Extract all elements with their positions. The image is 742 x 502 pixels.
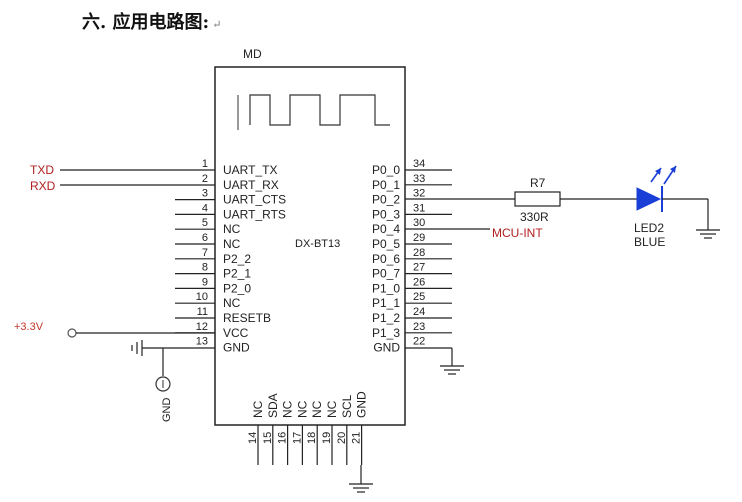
left-pin-number: 6: [202, 232, 208, 244]
bottom-pin-number: 18: [306, 432, 318, 444]
gnd-label: GND: [161, 398, 173, 423]
left-pin-name: RESETB: [223, 311, 271, 325]
right-pin-name: P0_2: [372, 193, 400, 207]
bottom-pin-number: 21: [351, 432, 363, 444]
left-pin-number: 10: [196, 291, 208, 303]
right-pin-number: 28: [413, 247, 425, 259]
module-body: [214, 66, 406, 426]
left-pin-number: 3: [202, 188, 208, 200]
right-pin-name: P0_6: [372, 252, 400, 266]
right-pin-name: P1_2: [372, 311, 400, 325]
resistor-r7: [514, 191, 561, 207]
right-pin-number: 24: [413, 306, 425, 318]
right-pin-number: 33: [413, 173, 425, 185]
vcc-terminal: [67, 328, 77, 338]
vcc-label: +3.3V: [14, 321, 44, 333]
bottom-pin-number: 16: [277, 432, 289, 444]
right-pin-number: 27: [413, 262, 425, 274]
bottom-pin-number: 20: [336, 432, 348, 444]
mcu-int-label: MCU-INT: [492, 226, 543, 240]
bottom-pin-name: NC: [325, 400, 339, 418]
right-pin-number: 30: [413, 217, 425, 229]
return-mark: ↵: [212, 18, 222, 31]
left-pin-number: 9: [202, 276, 208, 288]
led-color: BLUE: [634, 235, 665, 249]
page-title: 六. 应用电路图:↵: [82, 8, 221, 34]
left-pin-name: UART_CTS: [223, 193, 286, 207]
right-pin-name: P0_4: [372, 222, 400, 236]
right-pin-number: 26: [413, 276, 425, 288]
right-pin-name: P0_7: [372, 267, 400, 281]
left-pin-name: NC: [223, 222, 241, 236]
bottom-pin-name: NC: [251, 400, 265, 418]
left-pin-number: 7: [202, 247, 208, 259]
bottom-pin-group: NC 14 SDA 15 NC 16 NC 17 NC 18 NC 19 SCL 20 GND 21: [247, 391, 369, 465]
module-part-number: DX-BT13: [295, 238, 340, 250]
module-name: MD: [243, 47, 262, 61]
right-pin-number: 32: [413, 188, 425, 200]
led-light-arrow-1: [655, 168, 661, 175]
left-pin-name: UART_TX: [223, 163, 277, 177]
left-pin-number: 13: [196, 336, 208, 348]
led-light-arrow-2: [670, 166, 676, 173]
right-pin-group: 34P0_033P0_132P0_231P0_330P0_429P0_528P0…: [372, 158, 452, 355]
resistor-value: 330R: [520, 210, 549, 224]
resistor-ref: R7: [530, 176, 546, 190]
bottom-pin-number: 15: [262, 432, 274, 444]
right-pin-name: P1_0: [372, 281, 400, 295]
left-pin-number: 1: [202, 158, 208, 170]
left-pin-number: 11: [197, 306, 208, 318]
bottom-pin-name: NC: [281, 400, 295, 418]
bottom-pin-name: NC: [295, 400, 309, 418]
left-pin-number: 2: [202, 173, 208, 185]
right-pin-name: P0_0: [372, 163, 400, 177]
right-pin-name: P0_1: [372, 178, 400, 192]
bottom-pin-number: 17: [291, 432, 303, 444]
led-ref: LED2: [634, 221, 664, 235]
left-pin-name: UART_RX: [223, 178, 279, 192]
bottom-pin-name: SCL: [340, 394, 354, 418]
right-pin-number: 29: [413, 232, 425, 244]
txd-label: TXD: [30, 163, 54, 177]
left-pin-name: NC: [223, 296, 241, 310]
bottom-pin-name: GND: [355, 391, 369, 418]
bottom-pin-name: NC: [310, 400, 324, 418]
bottom-pin-number: 14: [247, 432, 259, 444]
left-pin-name: UART_RTS: [223, 207, 286, 221]
bottom-pin-name: SDA: [266, 393, 280, 418]
left-pin-name: VCC: [223, 326, 249, 340]
title-text: 六. 应用电路图:: [82, 12, 210, 33]
left-pin-number: 12: [196, 321, 208, 333]
left-pin-number: 8: [202, 262, 208, 274]
left-pin-number: 5: [202, 217, 208, 229]
left-pin-name: P2_1: [223, 267, 251, 281]
right-pin-number: 23: [413, 321, 425, 333]
right-pin-name: P0_3: [372, 207, 400, 221]
left-pin-name: P2_0: [223, 281, 251, 295]
left-pin-name: NC: [223, 237, 241, 251]
left-pin-number: 4: [202, 202, 208, 214]
left-pin-name: P2_2: [223, 252, 251, 266]
right-pin-number: 22: [413, 336, 425, 348]
antenna-trace: [249, 94, 390, 126]
led-triangle: [636, 187, 662, 211]
bottom-pin-number: 19: [321, 432, 333, 444]
right-pin-number: 31: [413, 202, 425, 214]
right-pin-name: P1_3: [372, 326, 400, 340]
right-pin-number: 25: [413, 291, 425, 303]
left-pin-name: GND: [223, 341, 250, 355]
rxd-label: RXD: [30, 179, 56, 193]
right-pin-number: 34: [413, 158, 425, 170]
right-pin-name: GND: [373, 341, 400, 355]
right-pin-name: P0_5: [372, 237, 400, 251]
right-pin-name: P1_1: [372, 296, 400, 310]
